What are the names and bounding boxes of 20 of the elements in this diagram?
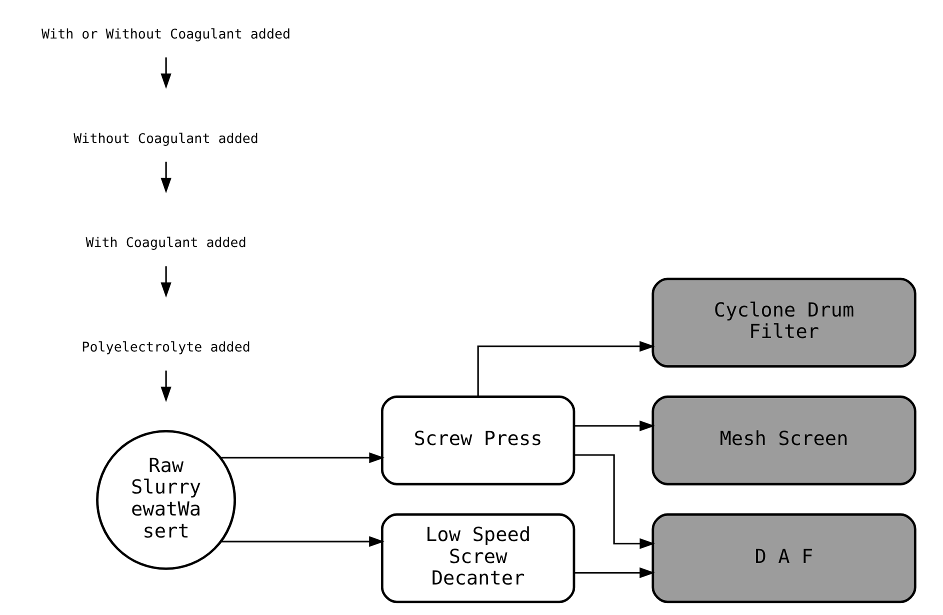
arrow xyxy=(574,567,654,578)
arrow xyxy=(574,420,654,432)
arrow xyxy=(476,340,654,397)
node-circle: Raw Slurry ewatWa sert xyxy=(96,430,236,570)
arrow xyxy=(220,536,384,547)
node-box: Screw Press xyxy=(380,396,575,486)
node-box: Cyclone Drum Filter xyxy=(651,278,916,368)
arrow xyxy=(160,370,171,402)
node-text: Without Coagulant added xyxy=(73,132,258,147)
arrow xyxy=(573,454,655,549)
node-box: Low Speed Screw Decanter xyxy=(380,513,575,604)
node-text: With or Without Coagulant added xyxy=(41,27,290,42)
arrow xyxy=(160,162,171,194)
arrow xyxy=(220,452,384,464)
arrow xyxy=(160,57,171,89)
node-text: Polyelectrolyte added xyxy=(81,340,250,356)
node-text: With Coagulant added xyxy=(85,236,246,252)
arrow xyxy=(160,266,171,298)
node-box: Mesh Screen xyxy=(651,396,916,486)
node-box: D A F xyxy=(651,513,916,604)
